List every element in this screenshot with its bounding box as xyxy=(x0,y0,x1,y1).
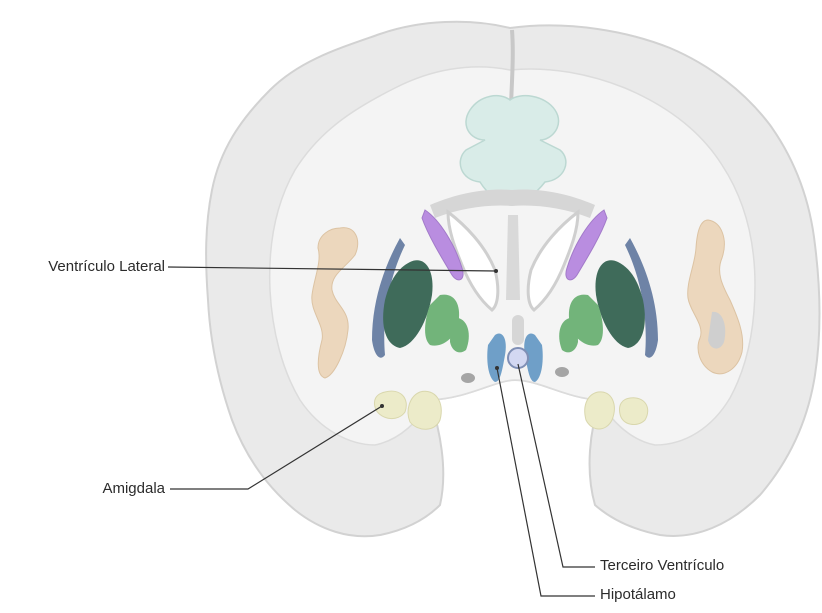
septum-pellucidum xyxy=(506,215,520,300)
marker-hipotalamo xyxy=(495,366,499,370)
marker-amigdala xyxy=(380,404,384,408)
marker-ventriculo-lateral xyxy=(494,269,498,273)
hippocampus-right xyxy=(585,392,615,429)
hippocampus-left xyxy=(408,391,441,429)
midline-structure xyxy=(512,315,524,345)
optic-structure-left xyxy=(461,373,475,383)
label-ventriculo-lateral: Ventrículo Lateral xyxy=(10,258,165,275)
amygdala-left xyxy=(374,391,406,418)
optic-structure-right xyxy=(555,367,569,377)
amygdala-right xyxy=(619,398,647,425)
label-terceiro-ventriculo: Terceiro Ventrículo xyxy=(600,557,724,574)
leader-hipotalamo xyxy=(497,368,595,596)
label-amigdala: Amigdala xyxy=(40,480,165,497)
label-hipotalamo: Hipotálamo xyxy=(600,586,676,603)
